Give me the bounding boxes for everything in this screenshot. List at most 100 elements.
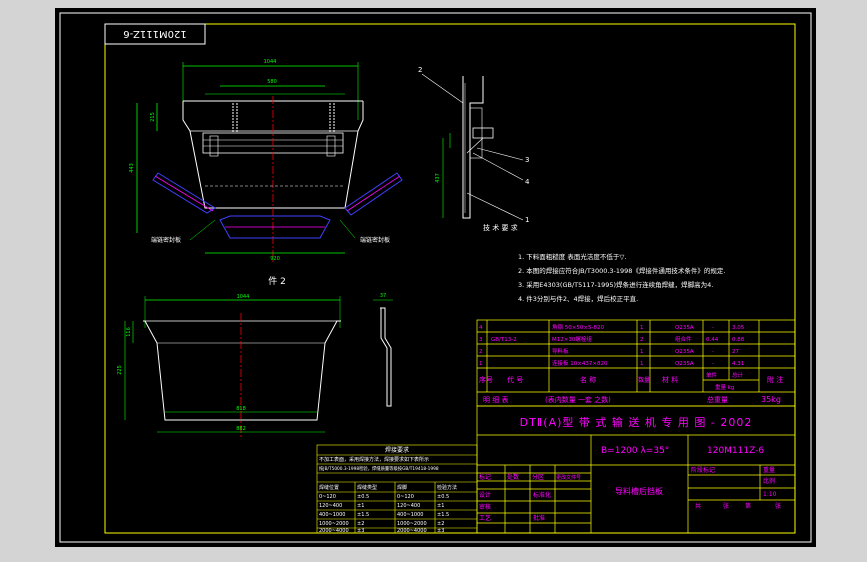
dim-part2-h1: 225 bbox=[117, 365, 123, 375]
tech-item-2: 2. 本图的焊接应符合JB/T3000.3-1998《焊接件通用技术条件》的规定… bbox=[518, 266, 726, 275]
bom-detail-note: (表内数量 一套 之数) bbox=[545, 395, 611, 404]
bom-header-note: 附 注 bbox=[767, 375, 783, 384]
bom-qty: 1 bbox=[640, 361, 644, 367]
label-left-sealing-plate: 端链密封板 bbox=[151, 236, 181, 244]
spec: B=1200 λ=35° bbox=[601, 446, 669, 456]
tech-item-4: 4. 件3分别与件2、4焊接，焊后校正平直. bbox=[518, 294, 638, 303]
part2-front-view: 1044 225 116 818 882 37 bbox=[117, 293, 393, 438]
bom-table bbox=[476, 319, 796, 407]
weld-cell: 1000~2000 bbox=[319, 521, 349, 527]
weld-h4: 检验方法 bbox=[437, 484, 457, 491]
role-review: 审核 bbox=[479, 503, 491, 511]
dim-side-width: 37 bbox=[380, 293, 386, 299]
rev-h-file: 更改文件号 bbox=[556, 474, 581, 481]
bom-header-qty: 数量 bbox=[638, 376, 650, 384]
bom-total-weight: 35kg bbox=[761, 395, 781, 404]
weld-cell: ±1 bbox=[437, 503, 444, 509]
weld-cell: ±2 bbox=[437, 521, 444, 527]
bom-header-weight: 重量 kg bbox=[715, 383, 734, 391]
role-approve: 批准 bbox=[533, 514, 545, 522]
dim-inner-top: 580 bbox=[267, 79, 277, 85]
bom-mat: Q235A bbox=[675, 325, 694, 331]
drawing-number: 120M111Z-6 bbox=[707, 446, 764, 456]
bom-detail-label: 明 细 表 bbox=[483, 395, 508, 404]
bom-total: 0.88 bbox=[732, 337, 745, 343]
code-stamp-box bbox=[104, 23, 206, 45]
weld-cell: ±1.5 bbox=[357, 512, 369, 518]
bom-no: 4 bbox=[479, 325, 483, 331]
tech-item-3: 3. 采用E4303(GB/T5117-1995)焊条进行连续角焊缝，焊脚高为4… bbox=[518, 280, 713, 289]
dim-part2-bottom1: 818 bbox=[236, 406, 246, 412]
bom-qty: 2 bbox=[640, 337, 644, 343]
bom-header-mat: 材 料 bbox=[662, 375, 678, 384]
bom-header-name: 名 称 bbox=[580, 375, 596, 384]
dim-part2-overall: 1044 bbox=[237, 294, 250, 300]
weld-cell: 120~400 bbox=[397, 503, 420, 509]
bom-total: 27 bbox=[732, 349, 739, 355]
weld-title: 焊接要求 bbox=[385, 446, 409, 454]
dim-part2-h2: 116 bbox=[126, 327, 132, 337]
weld-cell: 0~120 bbox=[397, 494, 414, 500]
bom-name: 角钢 50×50×5-820 bbox=[552, 323, 604, 331]
scale-value: 1:10 bbox=[763, 491, 777, 498]
callout-1: 1 bbox=[525, 216, 529, 224]
bom-header-unit: 单件 bbox=[706, 371, 718, 379]
bom-total: 4.31 bbox=[732, 361, 744, 367]
sheet-total: 共 bbox=[695, 502, 701, 510]
outer-frame bbox=[59, 12, 812, 543]
weld-cell: ±2 bbox=[357, 521, 364, 527]
weld-cell: 2000~4000 bbox=[397, 528, 427, 534]
part2-label: 件 2 bbox=[268, 275, 286, 287]
weld-line-1: 不加工表面，采用焊接方法，焊接要求如下表所示 bbox=[319, 456, 429, 463]
callout-2: 2 bbox=[418, 66, 422, 74]
weld-h1: 焊缝位置 bbox=[319, 484, 339, 491]
role-craft: 工艺 bbox=[479, 514, 491, 522]
standardization: 标准化 bbox=[533, 491, 551, 499]
bom-unit: - bbox=[712, 325, 714, 331]
bom-mat: 组合件 bbox=[675, 335, 692, 343]
dim-height-left: 215 bbox=[150, 112, 156, 122]
bom-header-total: 总计 bbox=[732, 371, 744, 379]
weld-cell: ±1.5 bbox=[437, 512, 449, 518]
weld-cell: ±0.5 bbox=[357, 494, 369, 500]
weld-table-text: 焊接要求 不加工表面，采用焊接方法，焊接要求如下表所示 按JB/T5000.3-… bbox=[319, 446, 457, 534]
weld-cell: ±0.5 bbox=[437, 494, 449, 500]
weld-cell: 120~400 bbox=[319, 503, 342, 509]
weld-h3: 焊脚 bbox=[397, 484, 407, 491]
callout-4: 4 bbox=[525, 178, 530, 186]
sheet-zhang2: 张 bbox=[775, 502, 781, 510]
bom-qty: 1 bbox=[640, 325, 644, 331]
bom-unit: - bbox=[712, 349, 714, 355]
bom-unit: - bbox=[712, 361, 714, 367]
bom-rows: 4 角钢 50×50×5-820 1 Q235A - 3.05 3 GB/T13… bbox=[479, 323, 783, 404]
rev-h-count: 处数 bbox=[507, 473, 519, 481]
tech-title: 技 术 要 求 bbox=[483, 223, 518, 232]
weld-cell: ±3 bbox=[357, 528, 364, 534]
part-name: 导料槽后挡板 bbox=[615, 486, 663, 496]
bom-mat: Q235A bbox=[675, 349, 694, 355]
tech-requirements: 技 术 要 求 1. 下料面粗糙度 表面光洁度不低于▽. 2. 本图的焊接应符合… bbox=[483, 223, 726, 303]
dim-overall-top: 1044 bbox=[264, 59, 277, 65]
drawing-sheet: 120M111Z-6 1044 580 4 4 3 215 bbox=[55, 8, 816, 547]
bom-header-code: 代 号 bbox=[507, 375, 523, 384]
assembly-front-view: 1044 580 443 215 92 bbox=[129, 59, 403, 263]
weld-line-2: 按JB/T5000.3-1998检验，焊缝质量等级按GB/T19418-1998 bbox=[319, 465, 439, 472]
cad-drawing: 120M111Z-6 1044 580 4 4 3 215 bbox=[59, 12, 812, 543]
bom-total-weight-label: 总重量 bbox=[707, 395, 728, 404]
bom-header-no: 序号 bbox=[479, 375, 493, 384]
side-view: 437 2 3 4 1 bbox=[418, 66, 530, 224]
weld-cell: 400~1000 bbox=[319, 512, 345, 518]
bom-name: M12×30螺栓组 bbox=[552, 335, 592, 343]
weld-cell: 400~1000 bbox=[397, 512, 423, 518]
bom-no: 3 bbox=[479, 337, 483, 343]
bom-name: 连接板 10×437×820 bbox=[552, 359, 608, 367]
title-block-text: DTⅡ(A)型 带 式 输 送 机 专 用 图 - 2002 B=1200 λ=… bbox=[479, 415, 781, 522]
tech-item-1: 1. 下料面粗糙度 表面光洁度不低于▽. bbox=[518, 252, 626, 261]
sheet-zhang1: 张 bbox=[723, 502, 729, 510]
bom-code: GB/T13-2 bbox=[491, 337, 517, 343]
bom-no: 1 bbox=[479, 361, 483, 367]
weight-label: 重量 bbox=[763, 466, 775, 474]
dim-part2-bottom2: 882 bbox=[236, 426, 246, 432]
sheet-index: 第 bbox=[745, 502, 751, 510]
label-right-sealing-plate: 端链密封板 bbox=[360, 236, 390, 244]
